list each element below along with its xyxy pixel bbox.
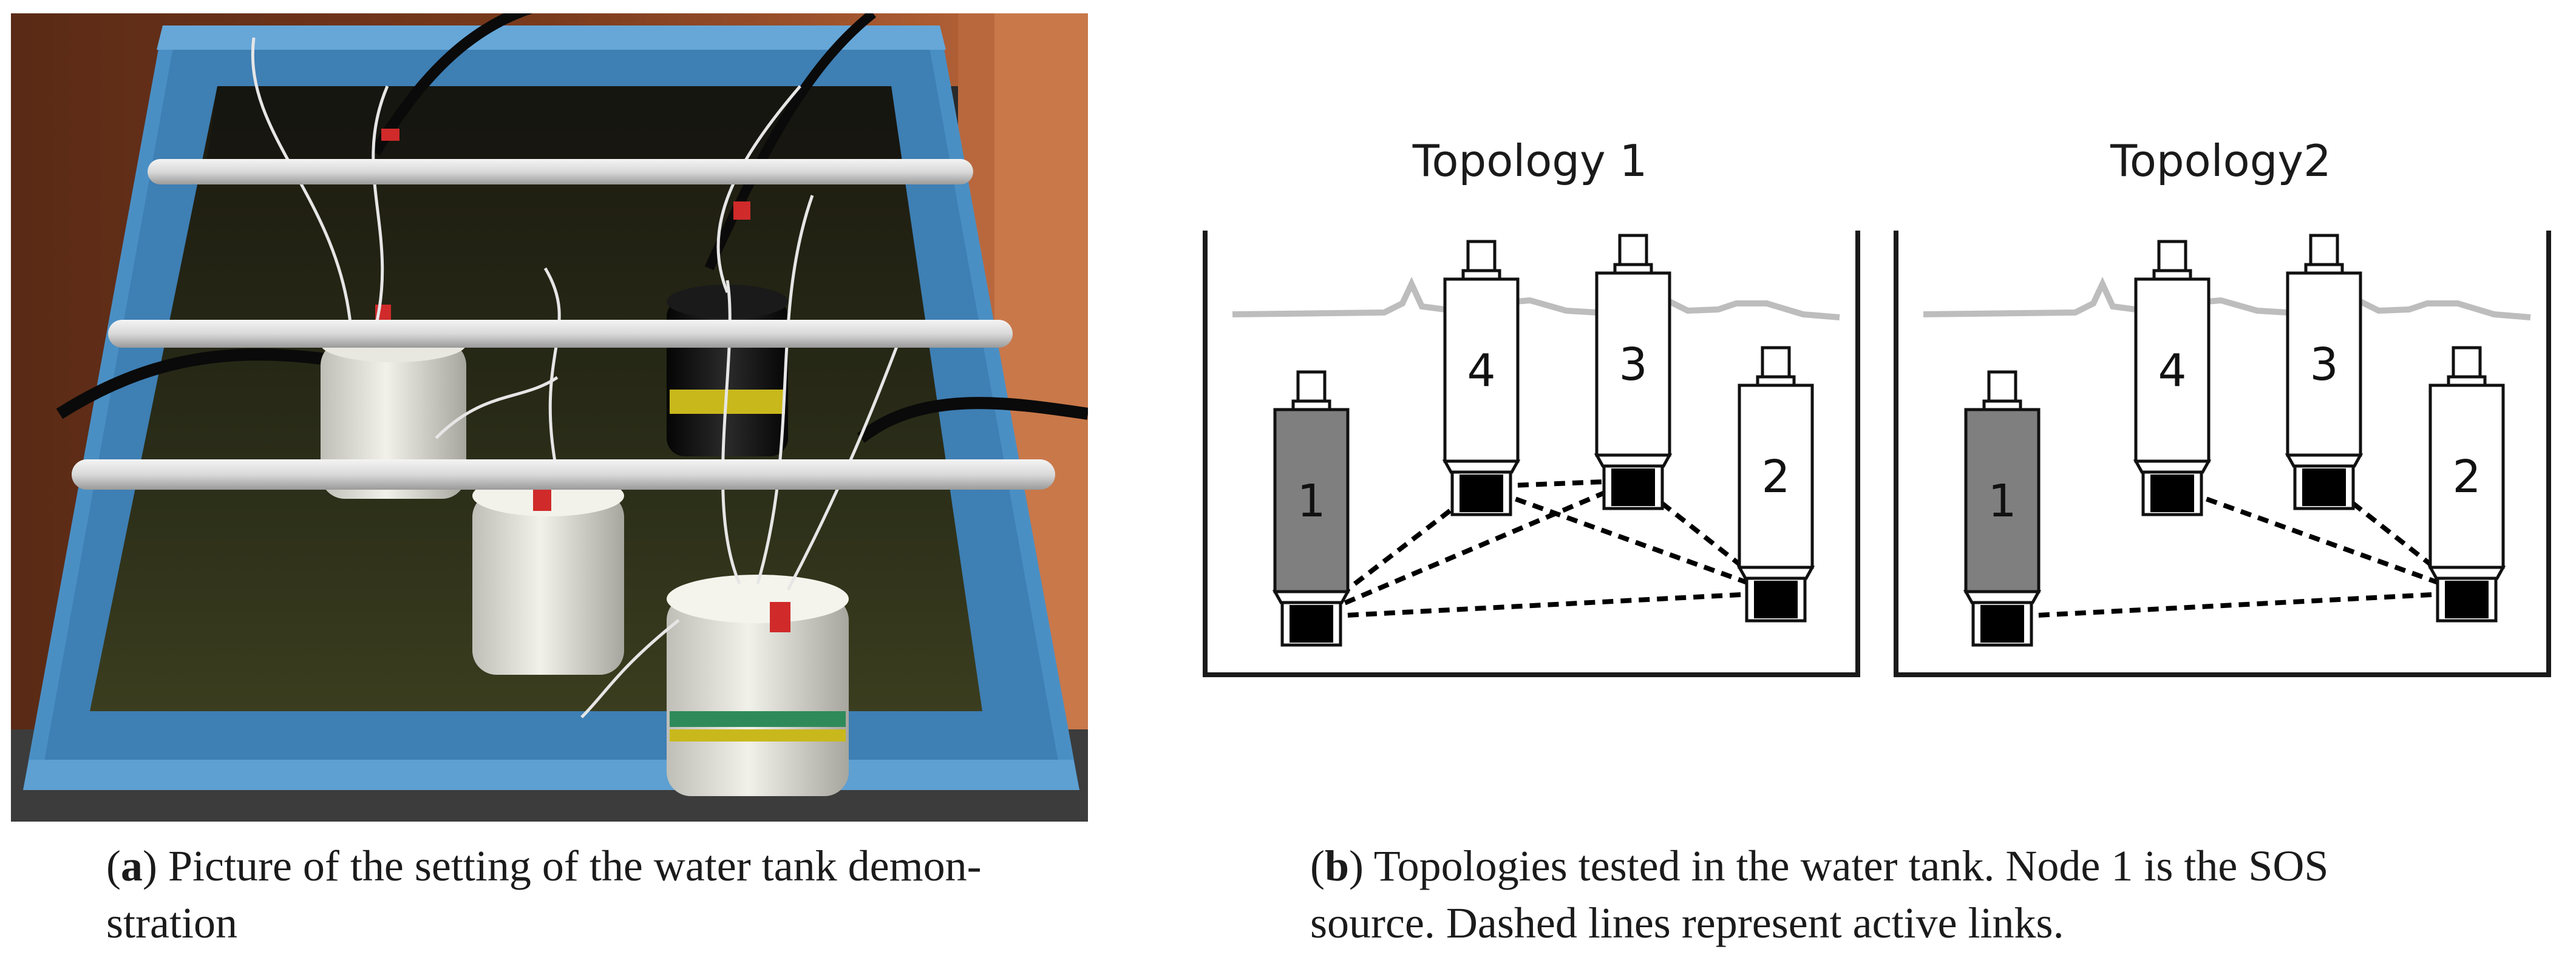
caption-text: Topologies tested in the water tank. Nod…: [1373, 842, 2329, 890]
node-label: 3: [1619, 339, 1647, 391]
node-body: [1273, 408, 1350, 593]
node-connector: [1296, 370, 1327, 404]
node-body: [1738, 384, 1814, 569]
acoustic-modem: [1754, 581, 1798, 618]
node-body: [1443, 277, 1520, 463]
node-label: 3: [2309, 339, 2338, 391]
node-label: 4: [1467, 345, 1495, 397]
node-label: 2: [2452, 451, 2481, 503]
node-taper: [1736, 566, 1815, 580]
node-connector: [1466, 240, 1497, 274]
node-body: [2286, 271, 2362, 457]
water-surface-line: [1923, 277, 2531, 320]
node-taper: [2427, 566, 2506, 580]
tank-outline: [1894, 231, 2551, 677]
acoustic-modem: [1460, 475, 1503, 512]
node-taper: [1442, 459, 1521, 474]
acoustic-modem: [1290, 605, 1333, 643]
caption-text: Picture of the setting of the water tank…: [168, 842, 982, 890]
acoustic-modem: [2445, 581, 2489, 618]
topology-title: Topology 1: [1412, 135, 1648, 186]
caption-text-continued: source. Dashed lines represent active li…: [1310, 899, 2064, 947]
water-surface-line: [1232, 277, 1840, 320]
caption-b: (b) Topologies tested in the water tank.…: [1310, 842, 2329, 947]
sensor-node-2: 2: [1736, 346, 1815, 623]
active-link: [1480, 484, 1777, 595]
topology-1-panel: Topology 1 1 4 3 2: [1203, 135, 1860, 677]
topology-title: Topology2: [2110, 135, 2331, 186]
sensor-node-4: 4: [2133, 240, 2212, 516]
sensor-node-4: 4: [1442, 240, 1521, 516]
sensor-node-1: 1: [1963, 370, 2042, 647]
node-connector: [2452, 346, 2482, 380]
node-body: [1964, 408, 2041, 593]
acoustic-modem: [1611, 468, 1655, 506]
node-connector: [2157, 240, 2187, 274]
node-body: [2428, 384, 2505, 569]
node-taper: [1963, 590, 2042, 604]
active-link: [1311, 590, 1776, 620]
tank-outline: [1203, 231, 1860, 677]
caption-label: a: [120, 842, 143, 890]
sensor-node-3: 3: [2285, 234, 2364, 510]
node-connector: [2309, 234, 2339, 268]
sensor-node-2: 2: [2427, 346, 2506, 623]
caption-label: b: [1324, 842, 1350, 890]
active-link: [1310, 478, 1634, 620]
sensor-node-3: 3: [1594, 234, 1673, 510]
node-label: 4: [2158, 345, 2186, 397]
active-link: [2002, 590, 2467, 620]
acoustic-modem: [2302, 468, 2346, 506]
acoustic-modem: [2150, 475, 2194, 512]
topology-diagram: Topology 1 1 4 3 2 Topology2 1 4 3 2: [1202, 121, 2574, 692]
node-connector: [1761, 346, 1791, 380]
acoustic-modem: [1980, 605, 2024, 643]
node-label: 1: [1988, 475, 2016, 527]
node-taper: [1272, 590, 1351, 604]
node-taper: [2285, 453, 2364, 468]
caption-text-continued: stration: [106, 899, 237, 947]
node-label: 1: [1297, 475, 1325, 527]
node-body: [2134, 277, 2211, 463]
node-connector: [1987, 370, 2017, 404]
sensor-node-1: 1: [1272, 370, 1351, 647]
node-label: 2: [1761, 451, 1790, 503]
caption-a: (a) Picture of the setting of the water …: [106, 842, 982, 947]
water-tank-photo: [11, 13, 1088, 822]
node-taper: [2133, 459, 2212, 474]
active-link: [2171, 484, 2468, 595]
node-connector: [1618, 234, 1648, 268]
topology-canvas: Topology 1 1 4 3 2 Topology2 1 4 3 2: [1203, 135, 2551, 677]
topology-2-panel: Topology2 1 4 3 2: [1894, 135, 2551, 677]
node-taper: [1594, 453, 1673, 468]
